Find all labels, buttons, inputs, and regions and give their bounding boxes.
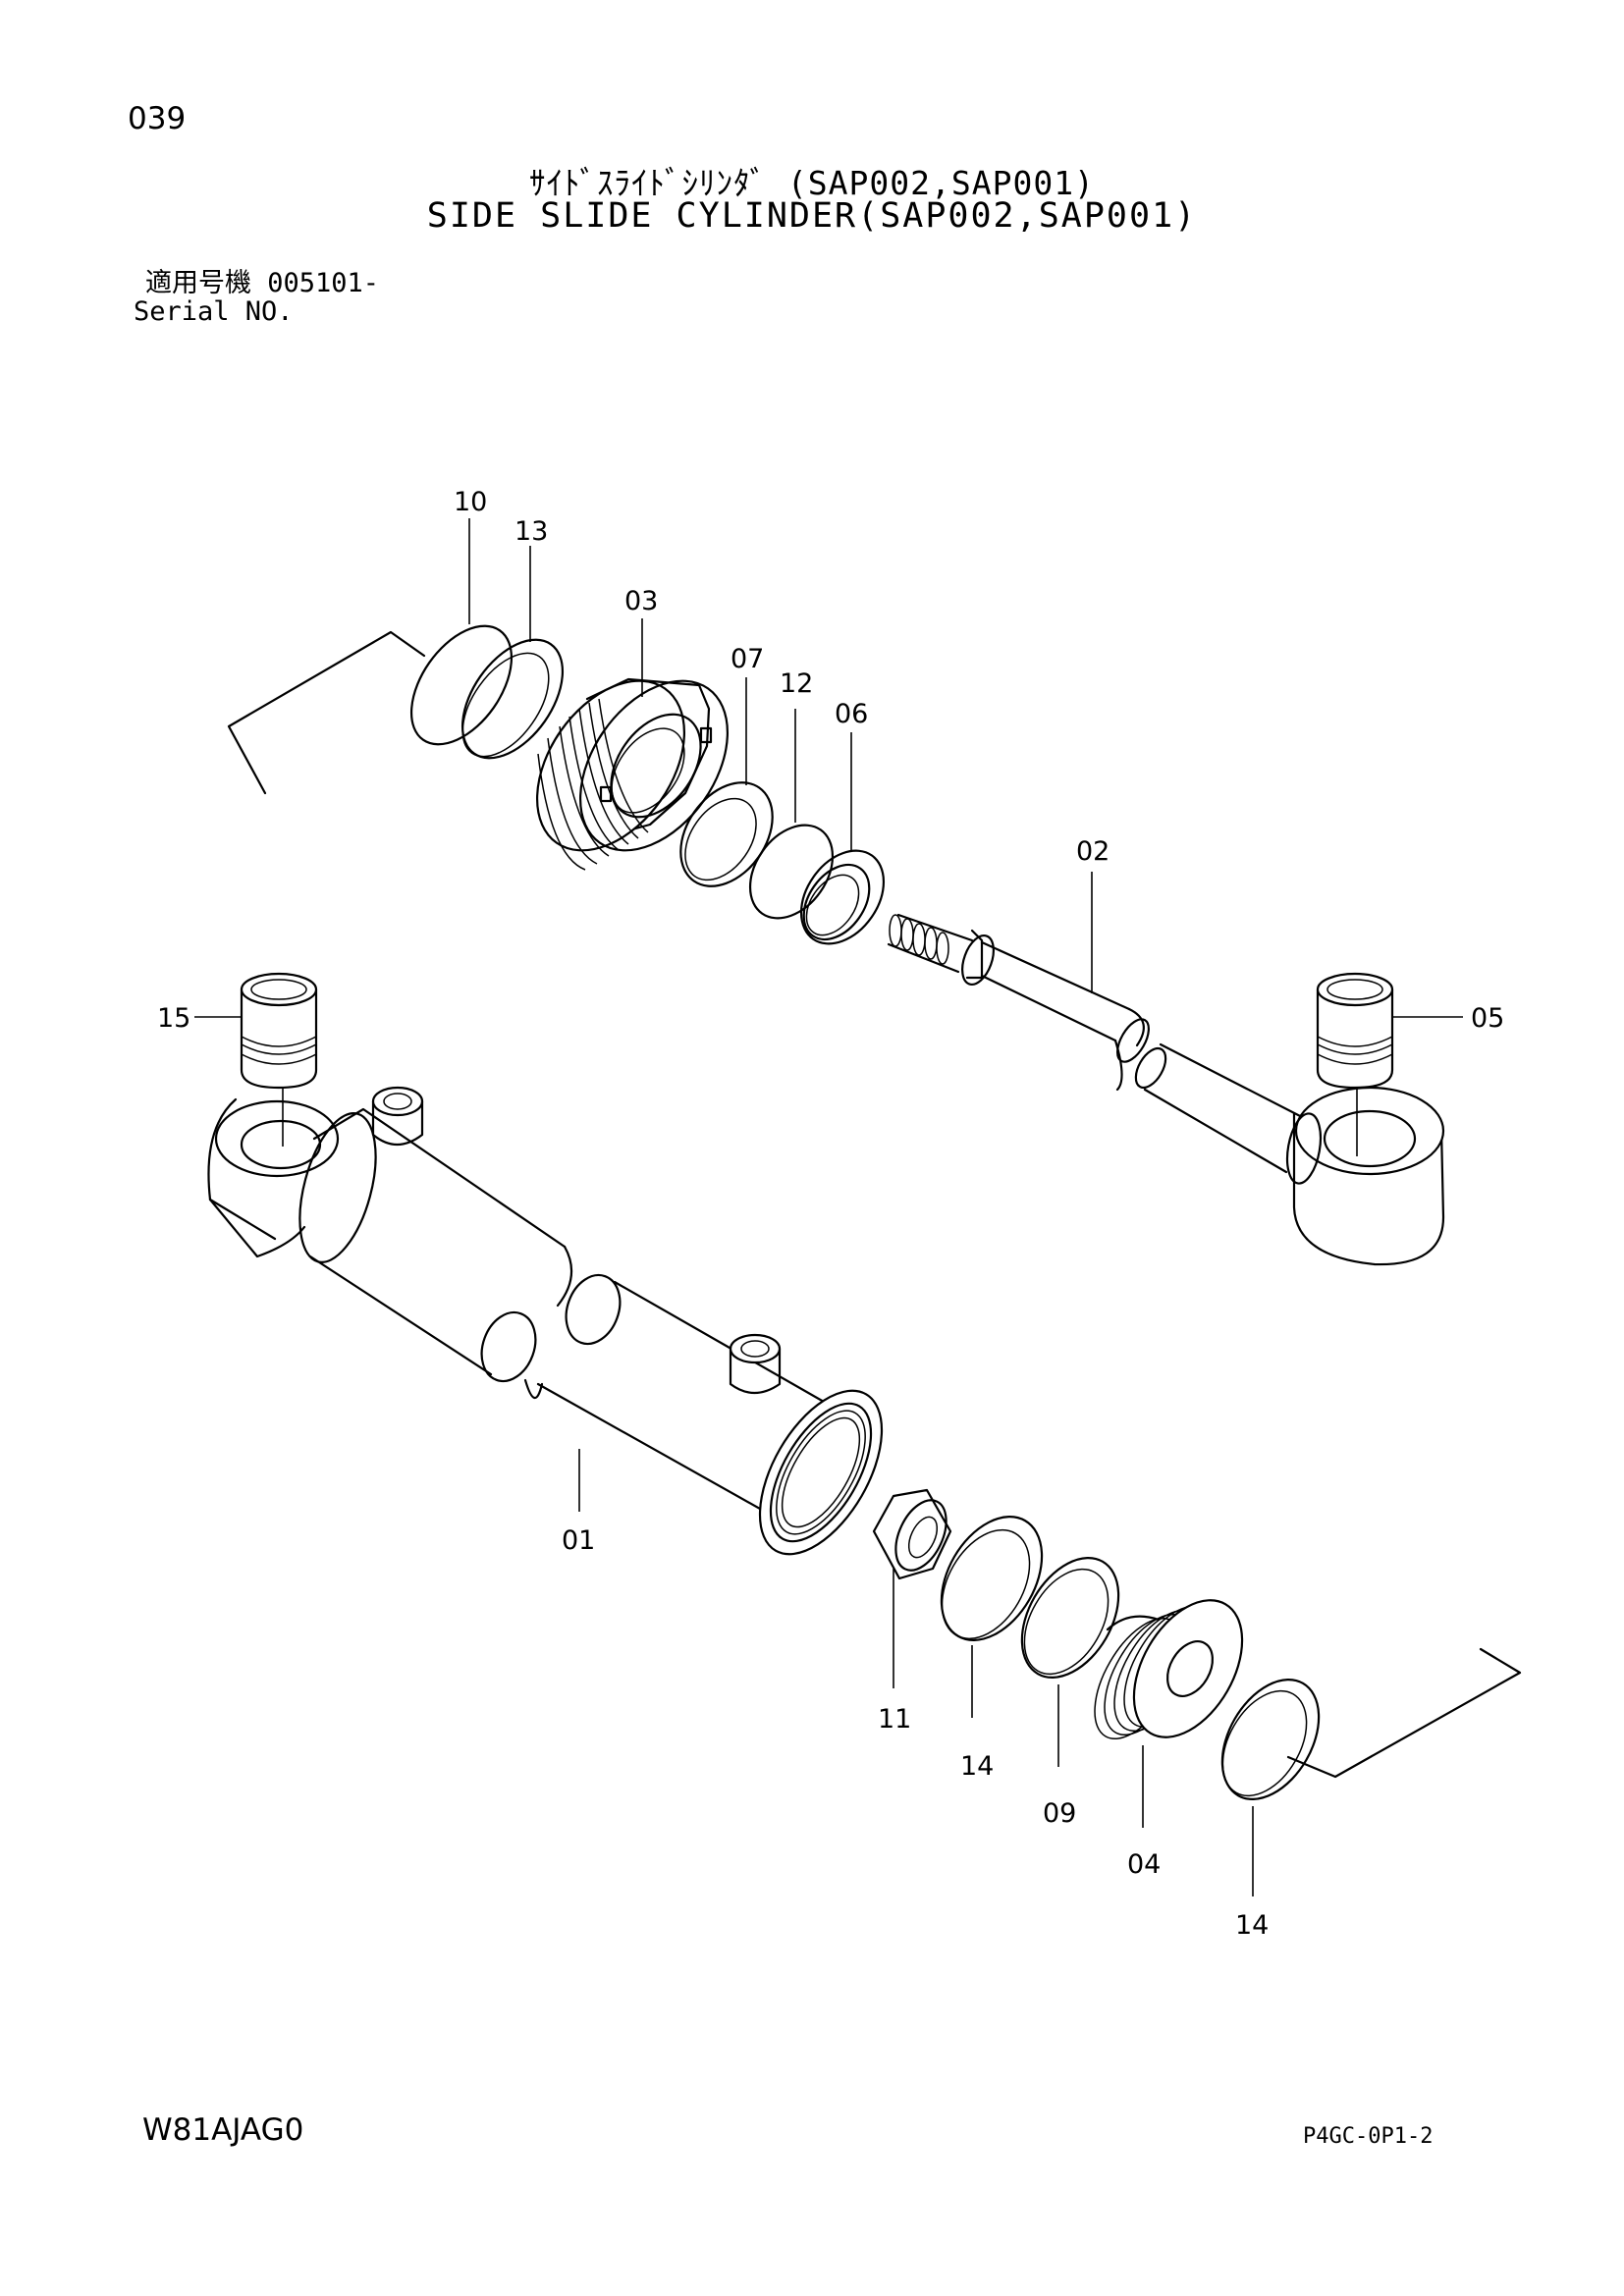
label-part-07: 07 xyxy=(731,644,764,674)
title-english: SIDE SLIDE CYLINDER(SAP002,SAP001) xyxy=(426,196,1198,236)
part-03-cylinder-head xyxy=(535,677,730,871)
label-part-14b: 14 xyxy=(1235,1910,1269,1941)
leader-lines xyxy=(194,518,1463,1896)
part-10-ring xyxy=(409,624,514,746)
part-number-labels: 10 13 03 07 12 06 02 15 05 01 11 14 09 0… xyxy=(157,487,1504,1941)
part-02-piston-rod xyxy=(887,913,1445,1266)
label-part-03: 03 xyxy=(624,586,658,616)
part-09-ring xyxy=(1020,1557,1120,1679)
footer-drawing-code: W81AJAG0 xyxy=(142,2112,304,2148)
label-part-13: 13 xyxy=(514,516,548,547)
lower-axis-bracket xyxy=(1286,1647,1522,1779)
label-part-11: 11 xyxy=(878,1704,911,1735)
part-07-ring xyxy=(679,781,774,887)
serial-label-japanese: 適用号機 005101- xyxy=(145,268,380,298)
part-14-ring-a xyxy=(940,1516,1044,1641)
part-01-cylinder-tube xyxy=(207,1086,884,1556)
label-part-09: 09 xyxy=(1043,1798,1076,1829)
label-part-06: 06 xyxy=(835,699,868,729)
label-part-02: 02 xyxy=(1076,836,1110,867)
label-part-05: 05 xyxy=(1471,1003,1504,1034)
upper-axis-bracket xyxy=(227,630,426,795)
title-japanese: ｻｲﾄﾞｽﾗｲﾄﾞｼﾘﾝﾀﾞ (SAP002,SAP001) xyxy=(529,164,1095,202)
part-05-bushing xyxy=(1316,972,1394,1090)
part-13-ring xyxy=(460,638,565,760)
part-12-ring xyxy=(748,824,835,920)
part-06-seal xyxy=(799,849,886,945)
page-number: 039 xyxy=(128,101,187,136)
label-part-15: 15 xyxy=(157,1003,190,1034)
serial-label-english: Serial NO. xyxy=(134,296,294,327)
footer-reference: P4GC-0P1-2 xyxy=(1303,2124,1434,2149)
part-04-piston xyxy=(1094,1599,1244,1740)
label-part-10: 10 xyxy=(454,487,487,517)
part-11-nut xyxy=(872,1488,952,1580)
label-part-01: 01 xyxy=(562,1525,595,1556)
part-15-bushing xyxy=(240,972,318,1090)
label-part-04: 04 xyxy=(1127,1849,1161,1880)
label-part-14a: 14 xyxy=(960,1751,994,1782)
label-part-12: 12 xyxy=(780,668,813,699)
